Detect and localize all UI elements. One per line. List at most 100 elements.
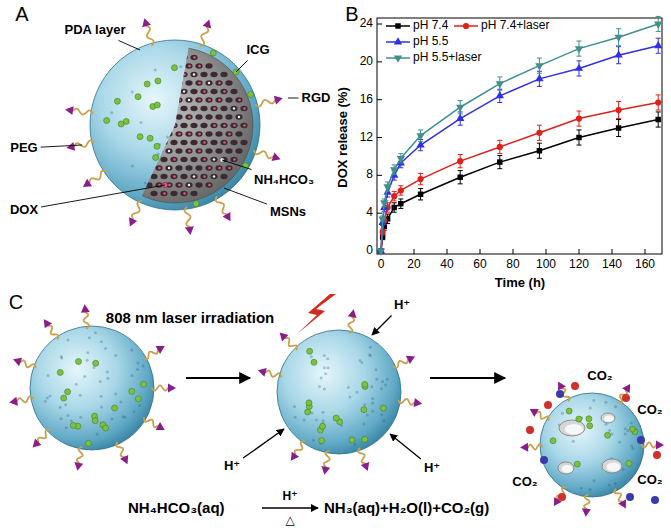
legend-text: pH 5.5+laser — [413, 51, 481, 65]
tick-label: 80 — [506, 258, 519, 272]
pore — [155, 165, 162, 171]
pore — [150, 174, 157, 180]
mesopore — [618, 441, 621, 444]
leader-lines — [41, 40, 421, 459]
nh4hco3-particle — [188, 184, 190, 186]
data-marker — [378, 216, 386, 223]
data-marker — [655, 117, 660, 122]
series-line — [381, 103, 658, 251]
data-series — [377, 38, 663, 253]
tick-label: 12 — [360, 131, 373, 145]
pore — [165, 80, 172, 86]
peg-chain — [398, 399, 414, 405]
pore — [210, 106, 217, 112]
peg-chain — [144, 418, 158, 427]
data-marker — [391, 193, 397, 199]
pore — [180, 89, 187, 95]
dox-molecule — [123, 73, 126, 76]
mesopore — [110, 111, 113, 114]
mesopore — [593, 479, 596, 482]
legend-marker — [394, 56, 402, 63]
tick-label: 0 — [366, 244, 373, 258]
nh3-molecule — [540, 456, 548, 464]
pore — [200, 123, 207, 129]
mesopore — [366, 413, 369, 416]
mesopore — [144, 181, 147, 184]
mesopore — [88, 336, 91, 339]
icg-dot — [153, 155, 159, 161]
degraded-hole — [559, 420, 585, 436]
tick-label: 60 — [473, 258, 486, 272]
tick-mark — [414, 249, 415, 254]
dox-molecule — [183, 192, 186, 195]
tick-label: 24 — [360, 17, 373, 31]
peg-chain — [201, 27, 209, 46]
icg-dot — [248, 91, 254, 97]
pore — [205, 97, 212, 103]
dox-molecule — [228, 167, 231, 170]
mesopore — [110, 417, 113, 420]
mesopore — [100, 340, 103, 343]
pore — [165, 97, 172, 103]
pore — [145, 63, 152, 69]
error-bar — [398, 186, 403, 195]
mesopore — [131, 91, 134, 94]
pore — [180, 106, 187, 112]
pore — [185, 97, 192, 103]
rgd-ligand — [618, 499, 626, 508]
equation-condition: H⁺ — [283, 490, 298, 504]
peg-chain — [614, 489, 622, 501]
pore — [175, 182, 182, 188]
rgd-ligand — [44, 319, 52, 328]
mesopore — [561, 412, 564, 415]
peg-chain — [254, 151, 273, 159]
pore — [210, 157, 217, 163]
pore — [210, 89, 217, 95]
mesopore — [614, 405, 617, 408]
dox-molecule — [218, 99, 221, 102]
pore — [180, 191, 187, 197]
mesopore — [70, 419, 73, 422]
pore — [135, 80, 142, 86]
dox-molecule — [168, 184, 171, 187]
tick-mark — [377, 99, 382, 100]
pore — [145, 114, 152, 120]
peg-chain — [116, 442, 124, 457]
pore — [185, 114, 192, 120]
rgd-ligand — [142, 18, 151, 27]
tick-label: 4 — [366, 206, 373, 220]
dox-molecule — [153, 124, 156, 127]
rgd-ligand — [168, 384, 176, 393]
pore — [190, 55, 197, 61]
part-label: PEG — [10, 141, 37, 156]
icg-dot — [550, 438, 556, 444]
icg-dot — [112, 405, 118, 411]
dox-molecule — [148, 167, 151, 170]
data-marker — [537, 148, 542, 153]
dox-molecule — [198, 133, 201, 136]
mesopore — [106, 371, 109, 374]
pore — [115, 131, 122, 137]
rgd-ligand — [203, 19, 212, 28]
dox-molecule — [138, 65, 141, 68]
part-label: DOX — [10, 203, 38, 218]
proton-arrow — [390, 434, 421, 459]
data-marker — [496, 91, 504, 98]
data-marker — [536, 130, 542, 136]
laser-bolt — [297, 294, 336, 334]
error-bar — [398, 199, 403, 208]
data-series — [378, 112, 661, 254]
icg-dot — [320, 423, 326, 429]
proton-label: H⁺ — [394, 298, 410, 313]
co2-molecule — [544, 401, 552, 409]
laser-label: 808 nm laser irradiation — [106, 309, 274, 326]
mesopore — [86, 351, 89, 354]
pore — [120, 72, 127, 78]
mesopore — [348, 396, 351, 399]
tick-label: 160 — [635, 258, 655, 272]
peg-chain — [132, 201, 141, 219]
dox-molecule — [243, 107, 246, 110]
icg-dot — [135, 396, 141, 402]
icg-dot — [361, 407, 367, 413]
pore — [185, 63, 192, 69]
